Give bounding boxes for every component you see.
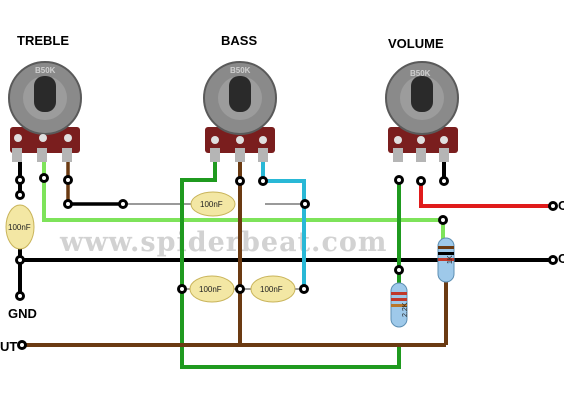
label-output-mid: C xyxy=(558,251,564,266)
svg-text:100nF: 100nF xyxy=(8,223,31,232)
capacitor-treble-ground: 100nF xyxy=(5,204,35,250)
capacitor-tone-link: 100nF xyxy=(190,191,236,217)
treble-pot-value: B50K xyxy=(35,66,56,75)
volume-pot-value: B50K xyxy=(410,69,431,78)
junction-nodes xyxy=(15,173,558,350)
label-gnd: GND xyxy=(8,306,37,321)
label-bass: BASS xyxy=(221,33,257,48)
light-green-wire xyxy=(42,157,445,243)
label-volume: VOLUME xyxy=(388,36,444,51)
cyan-wire xyxy=(261,157,306,288)
svg-text:1K: 1K xyxy=(447,255,454,264)
svg-text:100nF: 100nF xyxy=(260,285,283,294)
resistor-2-2k: 2.2K xyxy=(390,282,409,328)
capacitor-bass-right: 100nF xyxy=(250,275,296,303)
label-treble: TREBLE xyxy=(17,33,69,48)
svg-text:100nF: 100nF xyxy=(200,200,223,209)
treble-potentiometer: B50K xyxy=(8,61,82,162)
bass-pot-value: B50K xyxy=(230,66,251,75)
capacitor-bass-left: 100nF xyxy=(189,275,235,303)
svg-text:100nF: 100nF xyxy=(199,285,222,294)
resistor-1k: 1K xyxy=(437,237,455,283)
red-wire xyxy=(419,181,553,208)
label-input: UT xyxy=(0,339,17,354)
watermark: www.spiderbeat.com xyxy=(59,227,387,258)
volume-potentiometer: B50K xyxy=(385,61,459,162)
bass-potentiometer: B50K xyxy=(203,61,277,162)
brown-wire xyxy=(22,157,448,347)
svg-text:2.2K: 2.2K xyxy=(402,302,409,317)
label-output-top: O xyxy=(558,198,564,213)
